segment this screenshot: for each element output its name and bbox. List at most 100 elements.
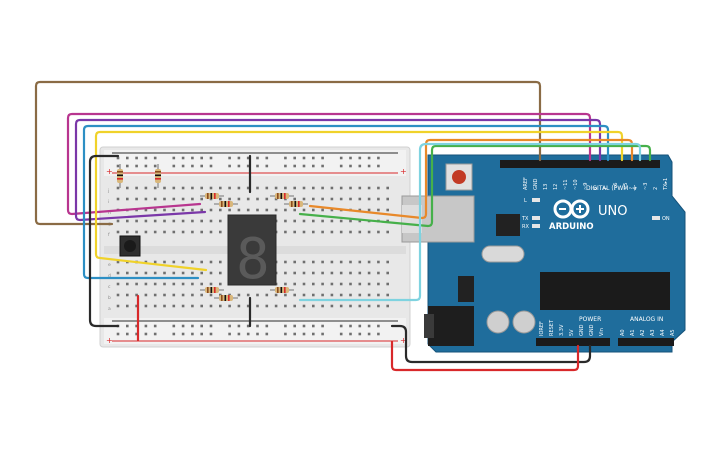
svg-text:b: b — [108, 295, 111, 301]
breadboard-hole — [116, 271, 120, 275]
breadboard-hole — [274, 293, 278, 297]
breadboard-hole — [367, 230, 371, 234]
breadboard-hole — [144, 186, 148, 190]
pin-label: 3.3V — [559, 324, 565, 336]
row-letters-bottom: e d c b a — [108, 263, 111, 312]
breadboard-hole — [237, 293, 241, 297]
rail-hole — [181, 156, 185, 160]
pin-label: TX▸1 — [663, 178, 669, 191]
breadboard-hole — [349, 230, 352, 234]
breadboard-hole — [312, 186, 315, 190]
breadboard-hole — [312, 197, 315, 201]
wire-black-left[interactable] — [88, 154, 120, 328]
breadboard-hole — [153, 208, 157, 212]
wire-orange[interactable] — [308, 138, 634, 220]
rail-hole — [312, 324, 315, 328]
rail-hole — [302, 332, 306, 336]
svg-text:a: a — [108, 307, 111, 312]
rail-hole — [237, 332, 241, 336]
breadboard-hole — [191, 304, 194, 308]
rail-hole — [153, 332, 157, 336]
l-led-label: L — [524, 198, 527, 204]
breadboard-hole — [144, 271, 148, 275]
breadboard-hole — [358, 230, 362, 234]
breadboard-hole — [312, 219, 315, 223]
svg-text:c: c — [108, 285, 111, 290]
breadboard-hole — [219, 186, 222, 190]
pin-label: RESET — [549, 319, 555, 336]
rail-hole — [172, 164, 176, 168]
wire-brown[interactable] — [34, 80, 542, 226]
wire-lightblue[interactable] — [298, 142, 642, 302]
resistor — [200, 287, 224, 293]
breadboard-hole — [200, 219, 203, 223]
wire-blue[interactable] — [82, 124, 610, 280]
breadboard-hole — [358, 186, 362, 190]
breadboard-hole — [312, 293, 315, 297]
rail-hole — [200, 156, 203, 160]
rail-hole — [284, 324, 287, 328]
rail-hole — [135, 156, 138, 160]
breadboard-hole — [144, 282, 148, 286]
rail-hole — [191, 164, 194, 168]
rail-hole — [321, 332, 324, 336]
breadboard-hole — [284, 230, 287, 234]
wire-yellow[interactable] — [94, 130, 624, 272]
breadboard-hole — [200, 260, 203, 264]
breadboard-hole — [209, 304, 213, 308]
analog-header — [618, 338, 674, 346]
rail-hole — [172, 324, 176, 328]
breadboard-hole — [209, 208, 213, 212]
rail-hole — [116, 332, 120, 336]
breadboard-hole — [293, 293, 296, 297]
wire-green[interactable] — [298, 144, 652, 228]
voltage-regulator — [458, 276, 474, 302]
breadboard-hole — [181, 260, 185, 264]
breadboard-hole — [181, 197, 185, 201]
rail-hole — [256, 324, 259, 328]
resistor — [155, 164, 161, 188]
rail-hole — [228, 332, 231, 336]
brand-label: ARDUINO — [549, 222, 594, 232]
breadboard-hole — [191, 230, 194, 234]
breadboard-hole — [209, 230, 213, 234]
breadboard-hole — [265, 304, 269, 308]
usb-chip — [496, 214, 520, 236]
rail-hole — [144, 156, 148, 160]
breadboard-hole — [219, 293, 222, 297]
wire-red-5v[interactable] — [390, 340, 580, 372]
breadboard-hole — [386, 230, 389, 234]
breadboard-hole — [228, 208, 231, 212]
breadboard-hole — [153, 282, 157, 286]
rail-hole — [312, 156, 315, 160]
breadboard-hole — [135, 219, 138, 223]
breadboard-hole — [377, 197, 380, 201]
breadboard-hole — [265, 208, 269, 212]
wire-magenta[interactable] — [66, 112, 592, 216]
breadboard-hole — [228, 304, 231, 308]
pushbutton[interactable] — [119, 235, 141, 257]
rail-hole — [126, 164, 129, 168]
wire-black-gnd[interactable] — [390, 324, 592, 364]
rail-hole — [200, 164, 203, 168]
wires — [34, 80, 652, 372]
rail-hole — [302, 324, 306, 328]
breadboard-hole — [181, 293, 185, 297]
breadboard-hole — [284, 186, 287, 190]
svg-text:d: d — [108, 273, 111, 279]
breadboard-hole — [144, 208, 148, 212]
capacitor-2 — [512, 310, 536, 334]
breadboard-hole — [377, 186, 380, 190]
breadboard-holes — [116, 156, 389, 336]
rail-hole — [153, 156, 157, 160]
breadboard-hole — [386, 293, 389, 297]
breadboard-hole — [358, 260, 362, 264]
breadboard-hole — [219, 282, 222, 286]
breadboard-hole — [144, 219, 148, 223]
rail-hole — [293, 332, 296, 336]
breadboard-hole — [339, 293, 343, 297]
breadboard-hole — [144, 304, 148, 308]
breadboard-hole — [312, 304, 315, 308]
wire-purple[interactable] — [74, 118, 602, 222]
